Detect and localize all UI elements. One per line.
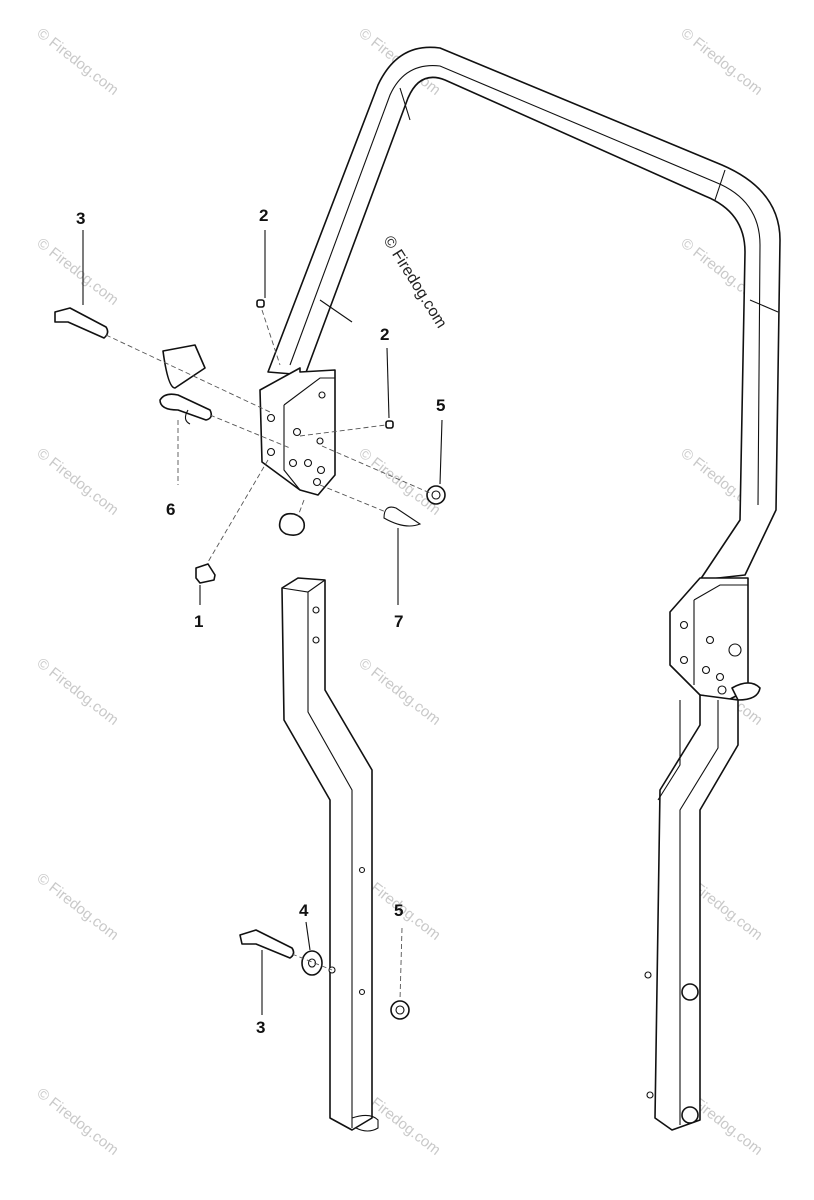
bracket-hole (728, 643, 742, 657)
lock-nut-hole (395, 1005, 405, 1015)
callout-2-mid: 2 (380, 325, 389, 344)
watermark-tile: © Firedog.com (356, 445, 444, 519)
watermark-tile: © Firedog.com (34, 445, 122, 519)
hitch-pin-handle (162, 344, 206, 389)
callout-1: 1 (194, 612, 203, 631)
callout-5-upper: 5 (436, 396, 445, 415)
lock-nut-hole (431, 490, 441, 500)
watermark-tile: © Firedog.com (34, 25, 122, 99)
bracket-hole (717, 685, 727, 695)
bracket-hole (266, 447, 276, 457)
hardware (54, 299, 446, 1020)
callout-5-lower: 5 (394, 901, 403, 920)
bracket-hole (715, 672, 725, 682)
set-screw (256, 299, 265, 308)
watermark-tile: © Firedog.com (34, 870, 122, 944)
watermark-tiles: © Firedog.com © Firedog.com © Firedog.co… (34, 25, 766, 1159)
callout-4: 4 (299, 901, 309, 920)
bracket-hole (288, 458, 298, 468)
watermark-tile: © Firedog.com (34, 235, 122, 309)
callout-3-upper: 3 (76, 209, 85, 228)
callout-7: 7 (394, 612, 403, 631)
upright-hole (644, 971, 652, 979)
upright-hole (358, 988, 366, 996)
bracket-hole (679, 620, 689, 630)
upright-hole (646, 1091, 654, 1099)
bracket-hole (303, 458, 313, 468)
left-pivot-bracket (259, 367, 336, 496)
watermark-tile: © Firedog.com (678, 25, 766, 99)
upright-nut (681, 983, 699, 1001)
bracket-hole (318, 391, 326, 399)
lower-left-upright (281, 577, 379, 1132)
upright-hole (358, 866, 366, 874)
plug-cap (278, 512, 306, 536)
callout-leaders (82, 230, 443, 1015)
bracket-hole (292, 427, 302, 437)
upright-hole (312, 606, 320, 614)
watermark-tile: © Firedog.com (356, 655, 444, 729)
bolt-lower (239, 929, 295, 959)
lower-right-upright (644, 694, 739, 1131)
watermark-tile: © Firedog.com (34, 1085, 122, 1159)
bracket-hole (266, 413, 276, 423)
callout-numbers: 3 2 2 5 6 1 7 4 5 3 (76, 206, 445, 1037)
bolt-upper (54, 307, 109, 339)
assembly-lines (105, 309, 431, 1001)
right-pivot-bracket (669, 577, 761, 701)
upper-roll-bar (267, 46, 781, 581)
bracket-hole (705, 635, 715, 645)
upright-nut (681, 1106, 699, 1124)
callout-2-upper: 2 (259, 206, 268, 225)
callout-6: 6 (166, 500, 175, 519)
watermark-tile: © Firedog.com (34, 655, 122, 729)
bracket-hole (701, 665, 711, 675)
bracket-hole (316, 465, 326, 475)
bushing (195, 563, 216, 584)
set-screw (385, 420, 394, 429)
upright-hole (312, 636, 320, 644)
bracket-hole (312, 477, 322, 487)
hair-pin-clip (383, 506, 422, 527)
callout-3-lower: 3 (256, 1018, 265, 1037)
bracket-hole (679, 655, 689, 665)
watermark-center: © Firedog.com (380, 233, 450, 331)
hitch-pin (159, 393, 213, 421)
bracket-hole (316, 437, 324, 445)
